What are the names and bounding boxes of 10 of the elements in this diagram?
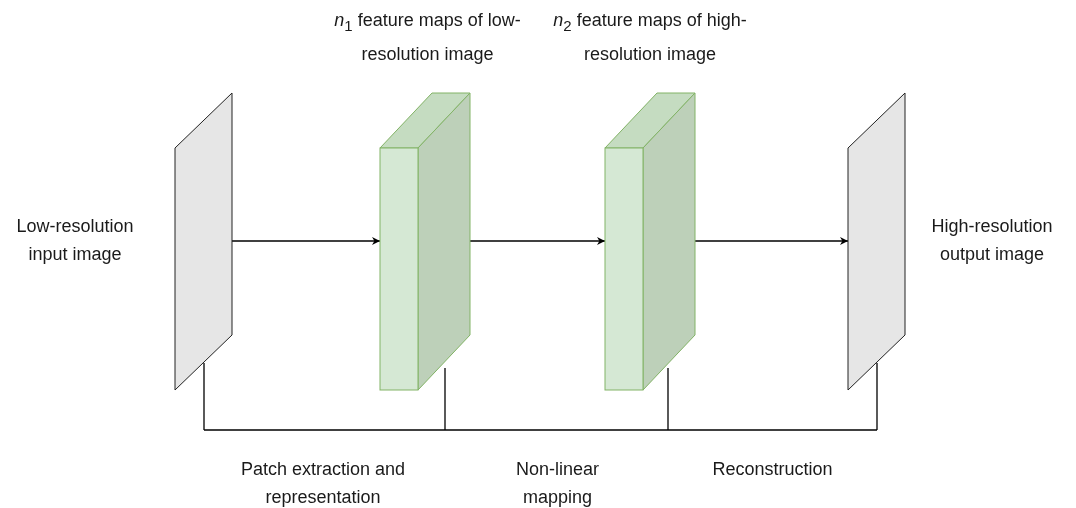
arrow (694, 237, 849, 245)
stage-label: Non-linear mapping (514, 458, 600, 508)
caption-text: High-resolution output image (930, 215, 1054, 266)
caption-text: n$_{2}$ feature maps of high-resolution image (552, 9, 748, 66)
caption-text: n$_{1}$ feature maps of low-resolution image (333, 9, 522, 66)
stage-label: Patch extraction and representation (239, 458, 407, 508)
arrow (469, 237, 606, 245)
stage-label: Reconstruction (711, 458, 834, 481)
caption-text: Low-resolution input image (15, 215, 135, 266)
arrow (231, 237, 381, 245)
